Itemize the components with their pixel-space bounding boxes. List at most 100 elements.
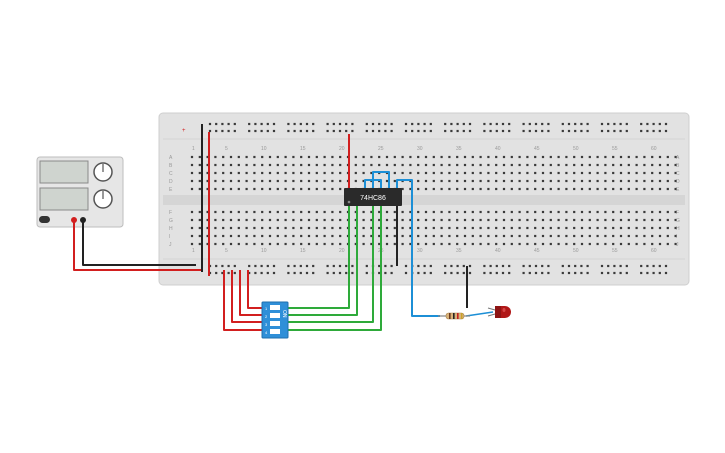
breadboard-hole[interactable] — [401, 155, 404, 159]
breadboard-hole[interactable] — [526, 242, 529, 246]
breadboard-hole[interactable] — [261, 226, 264, 230]
breadboard-hole[interactable] — [487, 179, 490, 183]
breadboard-hole[interactable] — [307, 163, 311, 167]
breadboard-hole[interactable] — [534, 187, 537, 191]
breadboard-hole[interactable] — [214, 163, 217, 167]
breadboard-hole[interactable] — [409, 155, 412, 159]
breadboard-hole[interactable] — [315, 210, 318, 214]
breadboard-hole[interactable] — [510, 210, 513, 214]
breadboard-hole[interactable] — [338, 129, 342, 133]
breadboard-hole[interactable] — [206, 155, 209, 159]
breadboard-hole[interactable] — [354, 242, 357, 246]
breadboard-hole[interactable] — [354, 163, 357, 167]
breadboard-hole[interactable] — [573, 179, 576, 183]
breadboard-hole[interactable] — [206, 218, 209, 222]
breadboard-hole[interactable] — [541, 179, 545, 183]
breadboard-hole[interactable] — [266, 122, 269, 126]
breadboard-hole[interactable] — [479, 171, 482, 175]
breadboard-hole[interactable] — [541, 234, 545, 238]
breadboard-hole[interactable] — [635, 234, 638, 238]
breadboard-hole[interactable] — [370, 242, 373, 246]
breadboard-hole[interactable] — [245, 210, 248, 214]
breadboard-hole[interactable] — [612, 242, 615, 246]
breadboard-hole[interactable] — [468, 264, 472, 268]
breadboard-hole[interactable] — [479, 187, 482, 191]
breadboard-hole[interactable] — [326, 129, 329, 133]
breadboard-hole[interactable] — [666, 242, 669, 246]
breadboard-hole[interactable] — [440, 234, 443, 238]
breadboard-hole[interactable] — [214, 226, 217, 230]
breadboard-hole[interactable] — [456, 234, 459, 238]
breadboard-hole[interactable] — [502, 155, 506, 159]
breadboard-hole[interactable] — [292, 226, 295, 230]
breadboard-hole[interactable] — [378, 122, 381, 126]
breadboard-hole[interactable] — [495, 234, 498, 238]
breadboard-hole[interactable] — [580, 264, 583, 268]
breadboard-hole[interactable] — [502, 242, 506, 246]
breadboard-hole[interactable] — [557, 155, 560, 159]
breadboard-hole[interactable] — [658, 210, 662, 214]
breadboard-hole[interactable] — [674, 218, 677, 222]
breadboard-hole[interactable] — [502, 218, 506, 222]
breadboard-hole[interactable] — [444, 264, 447, 268]
breadboard-hole[interactable] — [323, 226, 326, 230]
breadboard-hole[interactable] — [502, 226, 506, 230]
breadboard-hole[interactable] — [627, 187, 630, 191]
breadboard-hole[interactable] — [339, 242, 342, 246]
breadboard-hole[interactable] — [510, 179, 513, 183]
breadboard-hole[interactable] — [635, 179, 638, 183]
breadboard-hole[interactable] — [526, 179, 529, 183]
dip-toggle-3[interactable] — [270, 321, 280, 326]
breadboard-hole[interactable] — [627, 171, 630, 175]
breadboard-hole[interactable] — [221, 129, 224, 133]
breadboard-hole[interactable] — [245, 171, 248, 175]
breadboard-hole[interactable] — [315, 242, 318, 246]
breadboard-hole[interactable] — [214, 234, 217, 238]
breadboard-hole[interactable] — [510, 242, 513, 246]
breadboard-hole[interactable] — [574, 264, 577, 268]
breadboard-hole[interactable] — [565, 234, 568, 238]
breadboard-hole[interactable] — [580, 155, 584, 159]
breadboard-hole[interactable] — [468, 271, 472, 275]
breadboard-hole[interactable] — [463, 218, 467, 222]
breadboard-hole[interactable] — [245, 218, 248, 222]
breadboard-hole[interactable] — [323, 242, 326, 246]
breadboard-hole[interactable] — [510, 226, 513, 230]
breadboard-hole[interactable] — [371, 122, 375, 126]
breadboard-hole[interactable] — [424, 234, 428, 238]
breadboard-hole[interactable] — [326, 122, 329, 126]
breadboard-hole[interactable] — [643, 179, 646, 183]
breadboard-hole[interactable] — [214, 171, 217, 175]
breadboard-hole[interactable] — [522, 271, 525, 275]
breadboard-hole[interactable] — [237, 210, 240, 214]
breadboard-hole[interactable] — [339, 171, 342, 175]
breadboard-hole[interactable] — [456, 122, 459, 126]
breadboard-hole[interactable] — [468, 122, 472, 126]
breadboard-hole[interactable] — [456, 187, 459, 191]
breadboard-hole[interactable] — [471, 218, 474, 222]
breadboard-hole[interactable] — [487, 171, 490, 175]
breadboard-hole[interactable] — [233, 264, 236, 268]
breadboard-hole[interactable] — [292, 155, 295, 159]
breadboard-hole[interactable] — [331, 187, 334, 191]
breadboard-hole[interactable] — [300, 163, 303, 167]
breadboard-hole[interactable] — [495, 242, 498, 246]
breadboard-hole[interactable] — [293, 271, 296, 275]
breadboard-hole[interactable] — [354, 226, 357, 230]
breadboard-hole[interactable] — [664, 122, 668, 126]
breadboard-hole[interactable] — [643, 226, 646, 230]
breadboard-hole[interactable] — [245, 163, 248, 167]
breadboard-hole[interactable] — [206, 179, 209, 183]
breadboard-hole[interactable] — [495, 163, 498, 167]
breadboard-hole[interactable] — [479, 234, 482, 238]
breadboard-hole[interactable] — [479, 179, 482, 183]
breadboard-hole[interactable] — [489, 271, 492, 275]
breadboard-hole[interactable] — [565, 187, 568, 191]
breadboard-hole[interactable] — [625, 264, 628, 268]
breadboard-hole[interactable] — [424, 187, 428, 191]
breadboard-hole[interactable] — [534, 264, 538, 268]
breadboard-hole[interactable] — [534, 129, 538, 133]
breadboard-hole[interactable] — [541, 264, 544, 268]
breadboard-hole[interactable] — [284, 210, 287, 214]
breadboard-hole[interactable] — [619, 242, 623, 246]
